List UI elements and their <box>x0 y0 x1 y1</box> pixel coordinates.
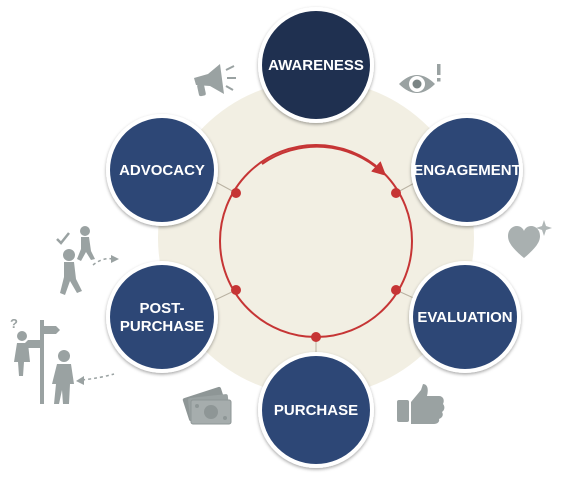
stage-node-post-purchase: POST-PURCHASE <box>106 261 218 373</box>
confused-person-signpost-icon: ? <box>10 316 115 404</box>
stage-label: EVALUATION <box>417 309 512 326</box>
cycle-dots <box>231 188 401 342</box>
megaphone-icon <box>194 64 236 97</box>
stage-label: PURCHASE <box>120 318 204 335</box>
stage-node-circle <box>262 356 370 464</box>
heart-icon <box>508 220 552 258</box>
thumbs-up-icon <box>397 384 445 424</box>
cycle-arrow <box>261 145 387 176</box>
stage-node-circle <box>413 265 517 369</box>
stage-label: ADVOCACY <box>119 162 205 179</box>
stage-node-awareness: AWARENESS <box>258 7 374 123</box>
stage-node-circle <box>110 118 214 222</box>
stage-node-circle <box>110 265 214 369</box>
eye-icon <box>399 64 441 93</box>
stage-label: PURCHASE <box>274 402 358 419</box>
walking-people-icon <box>56 226 119 295</box>
stage-node-purchase: PURCHASE <box>258 352 374 468</box>
stage-node-circle <box>262 11 370 119</box>
stage-node-evaluation: EVALUATION <box>409 261 521 373</box>
stage-node-engagement: ENGAGEMENT <box>411 114 523 226</box>
svg-text:?: ? <box>10 316 18 331</box>
background-disc <box>158 80 474 396</box>
stage-nodes: AWARENESSENGAGEMENTEVALUATIONPURCHASEPOS… <box>106 7 523 468</box>
stage-node-advocacy: ADVOCACY <box>106 114 218 226</box>
stage-label: POST- <box>139 300 184 317</box>
stage-label: ENGAGEMENT <box>413 162 521 179</box>
stage-node-circle <box>415 118 519 222</box>
money-icon <box>182 386 232 425</box>
stage-label: AWARENESS <box>268 57 364 74</box>
